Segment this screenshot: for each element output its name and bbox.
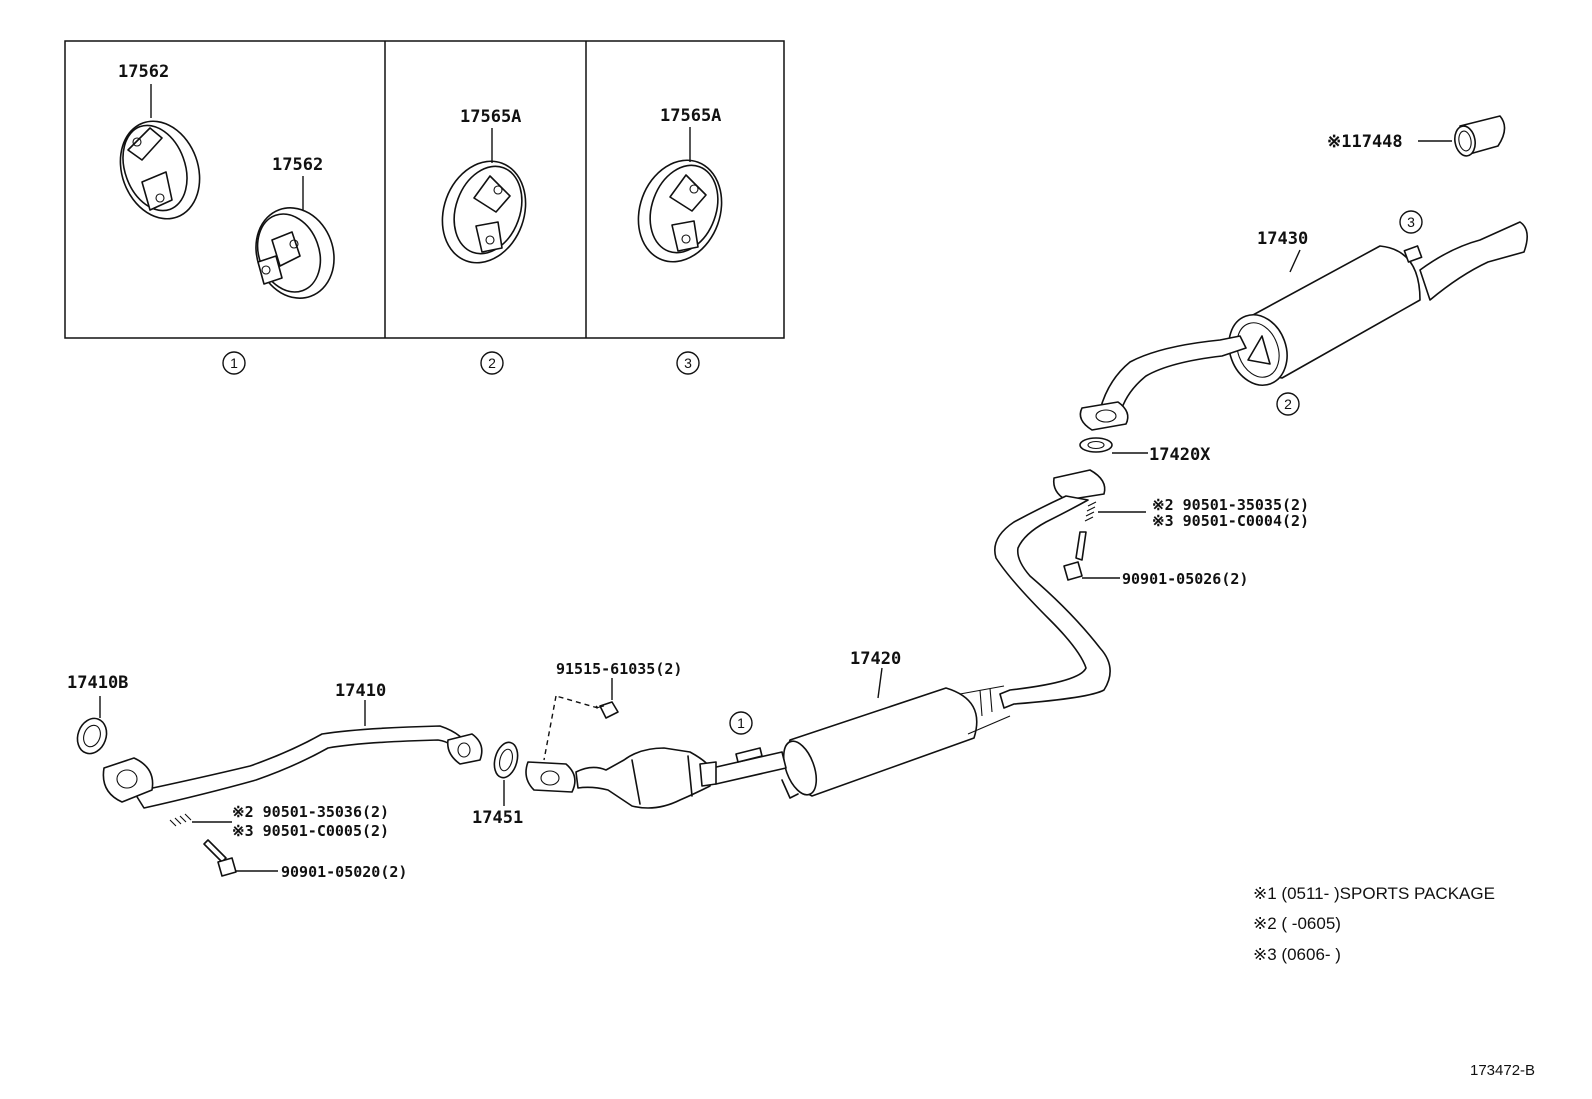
label-17448: ※117448 bbox=[1327, 132, 1403, 152]
center-pipe-17420[interactable] bbox=[711, 469, 1111, 799]
figure-id: 173472-B bbox=[1470, 1062, 1535, 1079]
svg-text:2: 2 bbox=[488, 355, 496, 371]
label-17562-b: 17562 bbox=[272, 155, 323, 175]
compression-spring-lower[interactable] bbox=[169, 813, 192, 827]
note-2: ※2 ( -0605) bbox=[1253, 914, 1341, 933]
leader-nut-dashed bbox=[555, 695, 599, 709]
bolt-upper[interactable] bbox=[1063, 531, 1087, 581]
gasket-17420x[interactable] bbox=[1079, 437, 1113, 453]
gasket-17410b[interactable] bbox=[73, 714, 112, 757]
svg-text:3: 3 bbox=[1407, 214, 1415, 230]
hanger-17565a-a[interactable] bbox=[429, 149, 540, 274]
svg-text:1: 1 bbox=[737, 715, 745, 731]
circled-ref-pipe-1: 1 bbox=[729, 711, 753, 735]
label-17420x: 17420X bbox=[1149, 445, 1211, 465]
label-spring-lower-2: ※2 90501-35036(2) bbox=[232, 803, 389, 821]
circled-ref-box1: 1 bbox=[222, 351, 246, 375]
svg-text:1: 1 bbox=[230, 355, 238, 371]
circled-ref-muffler-3: 3 bbox=[1399, 210, 1423, 234]
hanger-17565a-b[interactable] bbox=[625, 148, 736, 273]
compression-spring-upper[interactable] bbox=[1084, 501, 1097, 522]
svg-text:2: 2 bbox=[1284, 396, 1292, 412]
label-17410: 17410 bbox=[335, 681, 386, 701]
catalytic-converter[interactable] bbox=[525, 747, 717, 809]
tail-pipe-tip-17448[interactable] bbox=[1453, 115, 1506, 158]
hanger-17562-b[interactable] bbox=[244, 197, 347, 309]
hanger-detail-boxes: 17562 17562 17565A bbox=[64, 40, 785, 375]
gasket-17451[interactable] bbox=[491, 740, 522, 780]
nut-91515-61035[interactable] bbox=[595, 701, 619, 719]
label-17562-a: 17562 bbox=[118, 62, 169, 82]
label-bolt-lower: 90901-05020(2) bbox=[281, 863, 407, 881]
label-17410b: 17410B bbox=[67, 673, 128, 693]
circled-ref-box2: 2 bbox=[480, 351, 504, 375]
label-17430: 17430 bbox=[1257, 229, 1308, 249]
tail-pipe-muffler-17430[interactable] bbox=[1079, 221, 1528, 431]
svg-text:3: 3 bbox=[684, 355, 692, 371]
leader-17430 bbox=[1289, 249, 1301, 273]
label-17420: 17420 bbox=[850, 649, 901, 669]
label-spring-upper-3: ※3 90501-C0004(2) bbox=[1152, 512, 1309, 530]
bolt-lower[interactable] bbox=[203, 839, 237, 877]
circled-ref-muffler-2: 2 bbox=[1276, 392, 1300, 416]
label-17565a-a: 17565A bbox=[460, 107, 521, 127]
leader-nut-dashed-down bbox=[543, 695, 557, 761]
label-spring-lower-3: ※3 90501-C0005(2) bbox=[232, 822, 389, 840]
label-17451: 17451 bbox=[472, 808, 523, 828]
note-1: ※1 (0511- )SPORTS PACKAGE bbox=[1253, 884, 1495, 903]
leader-17420 bbox=[877, 667, 883, 699]
label-17565a-b: 17565A bbox=[660, 106, 721, 126]
hanger-boxes-frame bbox=[64, 40, 785, 339]
note-3: ※3 (0606- ) bbox=[1253, 945, 1341, 964]
label-spring-upper-2: ※2 90501-35035(2) bbox=[1152, 496, 1309, 514]
front-pipe-17410[interactable] bbox=[102, 725, 483, 809]
label-bolt-upper: 90901-05026(2) bbox=[1122, 570, 1248, 588]
circled-ref-box3: 3 bbox=[676, 351, 700, 375]
hanger-17562-a[interactable] bbox=[107, 110, 213, 230]
label-nut: 91515-61035(2) bbox=[556, 660, 682, 678]
